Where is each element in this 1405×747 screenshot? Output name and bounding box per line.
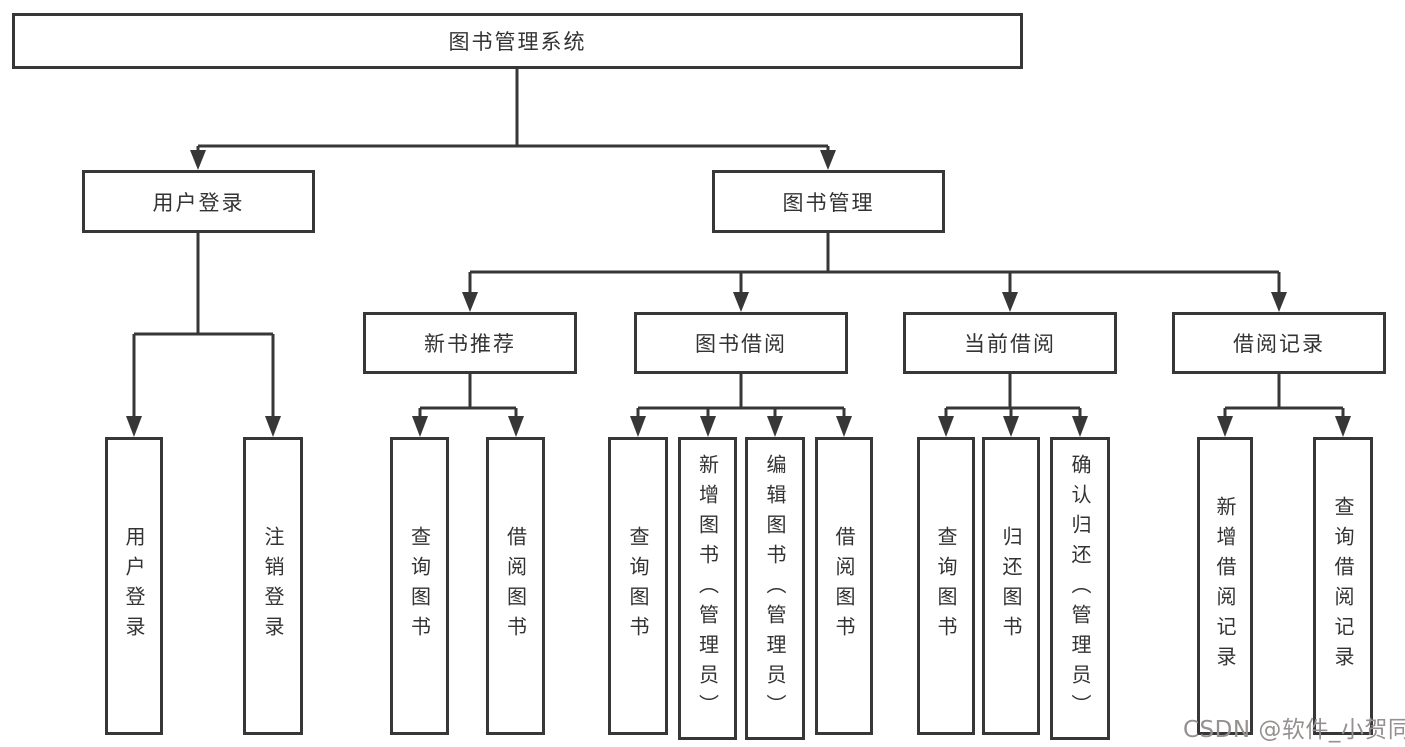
node-root: 图书管理系统 [12,13,1023,69]
arrowhead-icon [265,416,281,437]
connector-path [946,374,1080,410]
connector-newbook-to-leaves [412,374,524,437]
node-root-label: 图书管理系统 [448,30,587,54]
leaf-borrowing-query-books-label: 查询图书 [626,526,650,646]
connector-path [638,374,844,410]
connector-path [198,69,828,148]
connector-path [420,374,516,410]
node-book-borrowing: 图书借阅 [634,312,848,374]
leaf-newbook-borrow-books-label: 借阅图书 [503,526,528,646]
leaf-records-query-record: 查询借阅记录 [1313,437,1373,735]
connector-path [1225,374,1343,410]
leaf-records-add-record: 新增借阅记录 [1197,437,1253,735]
leaf-borrowing-add-books-admin: 新增图书（管理员） [678,437,737,740]
node-new-book-recommend: 新书推荐 [363,312,577,374]
arrowhead-icon [767,416,783,437]
leaf-current-return-books: 归还图书 [982,437,1040,735]
arrowhead-icon [1271,292,1287,312]
connector-path [470,233,1279,274]
node-book-management-label: 图书管理 [782,190,875,215]
leaf-current-confirm-return-admin-label: 确认归还（管理员） [1068,453,1092,724]
arrowhead-icon [733,292,749,312]
leaf-user-login-label: 用户登录 [122,526,146,646]
leaf-borrowing-add-books-admin-label: 新增图书（管理员） [695,453,720,724]
node-current-borrowing-label: 当前借阅 [964,332,1056,356]
arrowhead-icon [508,416,524,437]
node-new-book-recommend-label: 新书推荐 [424,332,516,356]
arrowhead-icon [1003,416,1019,437]
arrowhead-icon [1335,416,1351,437]
connector-records-to-leaves [1217,374,1351,437]
connector-borrowing-to-leaves [630,374,852,437]
connector-path [134,233,273,336]
node-user-login-label: 用户登录 [152,190,245,215]
arrowhead-icon [630,416,646,437]
leaf-current-query-books-label: 查询图书 [934,526,958,646]
leaf-borrowing-edit-books-admin: 编辑图书（管理员） [745,437,805,740]
leaf-user-login: 用户登录 [105,437,163,735]
node-user-login: 用户登录 [82,170,315,233]
connector-bookmgmt-to-level3 [462,233,1287,312]
arrowhead-icon [1002,292,1018,312]
leaf-logout-label: 注销登录 [261,526,285,646]
arrowhead-icon [1072,416,1088,437]
arrowhead-icon [938,416,954,437]
arrowhead-icon [820,150,836,170]
leaf-logout: 注销登录 [243,437,303,735]
arrowhead-icon [836,416,852,437]
node-book-management: 图书管理 [712,170,945,233]
node-borrow-records: 借阅记录 [1172,312,1386,374]
leaf-records-add-record-label: 新增借阅记录 [1213,496,1237,676]
leaf-newbook-borrow-books: 借阅图书 [486,437,545,735]
connector-current-to-leaves [938,374,1088,437]
arrowhead-icon [190,150,206,170]
node-book-borrowing-label: 图书借阅 [695,332,787,356]
leaf-newbook-query-books: 查询图书 [390,437,449,735]
watermark-text: CSDN @软件_小贺同学 [1183,717,1405,743]
leaf-newbook-query-books-label: 查询图书 [407,526,432,646]
arrowhead-icon [412,416,428,437]
connector-userlogin-to-leaves [126,233,281,437]
leaf-current-query-books: 查询图书 [917,437,975,735]
leaf-borrowing-edit-books-admin-label: 编辑图书（管理员） [763,453,787,724]
leaf-borrowing-query-books: 查询图书 [608,437,668,735]
leaf-borrowing-borrow-books-label: 借阅图书 [832,526,856,646]
node-borrow-records-label: 借阅记录 [1233,332,1325,356]
leaf-borrowing-borrow-books: 借阅图书 [815,437,873,735]
node-current-borrowing: 当前借阅 [903,312,1117,374]
leaf-current-confirm-return-admin: 确认归还（管理员） [1050,437,1110,740]
arrowhead-icon [462,292,478,312]
leaf-current-return-books-label: 归还图书 [999,526,1023,646]
connector-root-to-level2 [190,69,836,170]
arrowhead-icon [1217,416,1233,437]
leaf-records-query-record-label: 查询借阅记录 [1331,496,1355,676]
arrowhead-icon [700,416,716,437]
arrowhead-icon [126,416,142,437]
